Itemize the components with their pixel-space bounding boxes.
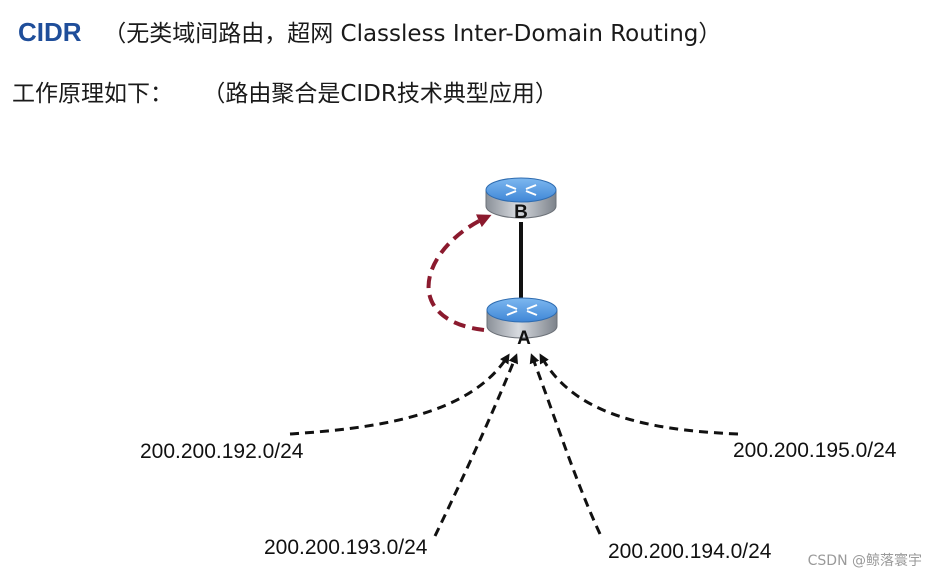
network-label-192: 200.200.192.0/24 <box>140 440 304 463</box>
subtitle-intro: 工作原理如下： <box>12 81 173 107</box>
title-description: （无类域间路由，超网 Classless Inter-Domain Routin… <box>103 21 722 47</box>
network-label-193: 200.200.193.0/24 <box>264 536 428 559</box>
router-icon <box>485 177 557 219</box>
router-icon <box>486 297 558 339</box>
router-b-label: B <box>514 202 528 223</box>
router-b: B <box>485 177 557 223</box>
aggregation-arrow <box>426 214 492 332</box>
subtitle: 工作原理如下： （路由聚合是CIDR技术典型应用） <box>12 74 558 108</box>
network-arrow-192 <box>289 353 510 436</box>
title-acronym: CIDR <box>18 17 82 47</box>
network-label-194: 200.200.194.0/24 <box>608 540 772 563</box>
subtitle-note: （路由聚合是CIDR技术典型应用） <box>202 81 558 107</box>
network-arrow-194 <box>529 353 602 535</box>
watermark: CSDN @鲸落寰宇 <box>807 553 922 569</box>
router-a-label: A <box>517 328 531 349</box>
router-a: A <box>486 297 558 349</box>
network-label-195: 200.200.195.0/24 <box>733 439 897 462</box>
network-arrow-195 <box>539 353 739 436</box>
network-arrow-193 <box>433 353 518 537</box>
page-title: CIDR （无类域间路由，超网 Classless Inter-Domain R… <box>18 14 721 48</box>
